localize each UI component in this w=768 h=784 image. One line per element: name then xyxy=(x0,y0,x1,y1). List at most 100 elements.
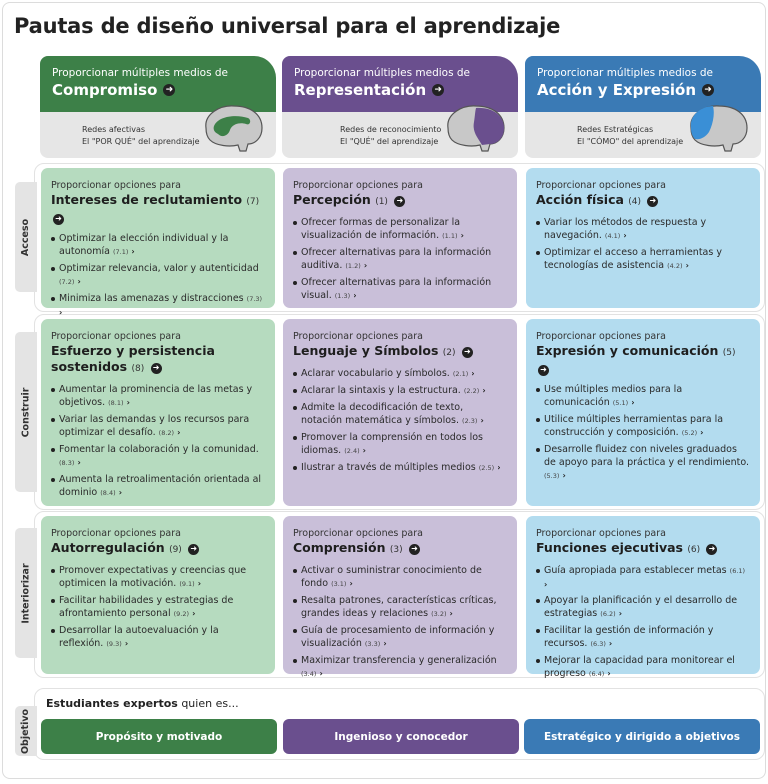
guideline-link[interactable]: Ofrecer formas de personalizar la visual… xyxy=(293,216,507,243)
guideline-link[interactable]: Facilitar habilidades y estrategias de a… xyxy=(51,594,265,621)
arrow-right-circle-icon: ➜ xyxy=(150,362,162,374)
card-title[interactable]: Percepción (1) ➜ xyxy=(293,192,507,210)
guideline-link[interactable]: Mejorar la capacidad para monitorear el … xyxy=(536,654,750,681)
goal-purposeful-motivated[interactable]: Propósito y motivado xyxy=(41,719,277,754)
arrow-right-circle-icon[interactable]: ➜ xyxy=(702,84,715,96)
chevron-right-icon: › xyxy=(118,488,122,497)
card-title[interactable]: Expresión y comunicación (5) ➜ xyxy=(536,343,736,376)
guideline-link[interactable]: Aumenta la retroalimentación orientada a… xyxy=(51,473,265,500)
card-effort-persistence[interactable]: Proporcionar opciones para Esfuerzo y pe… xyxy=(41,319,275,506)
guideline-link[interactable]: Resalta patrones, características crític… xyxy=(293,594,507,621)
guideline-link[interactable]: Activar o suministrar conocimiento de fo… xyxy=(293,564,507,591)
guideline-link[interactable]: Maximizar transferencia y generalización… xyxy=(293,654,507,681)
chevron-right-icon: › xyxy=(383,639,387,648)
guideline-link[interactable]: Fomentar la colaboración y la comunidad.… xyxy=(51,443,265,470)
card-language-symbols[interactable]: Proporcionar opciones para Lenguaje y Sí… xyxy=(283,319,517,506)
arrow-right-circle-icon[interactable]: ➜ xyxy=(163,84,176,96)
guideline-link[interactable]: Promover la comprensión en todos los idi… xyxy=(293,431,507,458)
guideline-link[interactable]: Optimizar el acceso a herramientas y tec… xyxy=(536,246,750,273)
guideline-link[interactable]: Variar las demandas y los recursos para … xyxy=(51,413,265,440)
guideline-link[interactable]: Promover expectativas y creencias que op… xyxy=(51,564,265,591)
header-pre: Proporcionar múltiples medios de xyxy=(537,67,714,79)
page-title: Pautas de diseño universal para el apren… xyxy=(14,14,561,38)
card-title[interactable]: Lenguaje y Símbolos (2) ➜ xyxy=(293,343,507,361)
card-comprehension[interactable]: Proporcionar opciones para Comprensión (… xyxy=(283,516,517,678)
card-recruiting-interest[interactable]: Proporcionar opciones para Intereses de … xyxy=(41,168,275,317)
chevron-right-icon: › xyxy=(449,609,453,618)
guideline-link[interactable]: Ofrecer alternativas para la información… xyxy=(293,246,507,273)
arrow-right-circle-icon: ➜ xyxy=(408,543,420,555)
chevron-right-icon: › xyxy=(319,669,323,678)
guideline-link[interactable]: Aumentar la prominencia de las metas y o… xyxy=(51,383,265,410)
guideline-link[interactable]: Optimizar la elección individual y la au… xyxy=(51,232,265,259)
chevron-right-icon: › xyxy=(685,261,689,270)
guideline-link[interactable]: Optimizar relevancia, valor y autenticid… xyxy=(51,262,265,289)
chevron-right-icon: › xyxy=(608,639,613,648)
guideline-link[interactable]: Aclarar la sintaxis y la estructura. (2.… xyxy=(293,384,507,398)
card-expression-communication[interactable]: Proporcionar opciones para Expresión y c… xyxy=(526,319,760,506)
arrow-right-circle-icon: ➜ xyxy=(53,213,64,225)
card-title[interactable]: Acción física (4) ➜ xyxy=(536,192,750,210)
chevron-right-icon: › xyxy=(544,580,548,589)
header-pre: Proporcionar múltiples medios de xyxy=(52,67,229,79)
chevron-right-icon: › xyxy=(480,416,484,425)
card-self-regulation[interactable]: Proporcionar opciones para Autorregulaci… xyxy=(41,516,275,674)
guideline-link[interactable]: Desarrolle fluidez con niveles graduados… xyxy=(536,443,750,483)
header-representation[interactable]: Proporcionar múltiples medios de Represe… xyxy=(282,56,518,158)
card-title[interactable]: Funciones ejecutivas (6) ➜ xyxy=(536,540,750,558)
row-label-acceso: Acceso xyxy=(15,182,37,292)
guideline-link[interactable]: Variar los métodos de respuesta y navega… xyxy=(536,216,750,243)
card-pre: Proporcionar opciones para xyxy=(536,528,666,539)
guideline-link[interactable]: Utilice múltiples herramientas para la c… xyxy=(536,413,750,440)
row-label-interiorizar: Interiorizar xyxy=(15,528,37,658)
arrow-right-circle-icon: ➜ xyxy=(706,543,718,555)
header-pre: Proporcionar múltiples medios de xyxy=(294,67,471,79)
chevron-right-icon: › xyxy=(607,669,611,678)
guideline-link[interactable]: Ofrecer alternativas para la información… xyxy=(293,276,507,303)
chevron-right-icon: › xyxy=(177,428,181,437)
row-label-objetivo: Objetivo xyxy=(15,706,37,756)
chevron-right-icon: › xyxy=(131,247,135,256)
guideline-link[interactable]: Aclarar vocabulario y símbolos. (2.1) › xyxy=(293,367,507,381)
guideline-link[interactable]: Facilitar la gestión de información y re… xyxy=(536,624,750,651)
header-action-expression[interactable]: Proporcionar múltiples medios de Acción … xyxy=(525,56,761,158)
card-title[interactable]: Comprensión (3) ➜ xyxy=(293,540,507,558)
card-pre: Proporcionar opciones para xyxy=(536,180,666,191)
arrow-right-circle-icon[interactable]: ➜ xyxy=(432,84,445,96)
chevron-right-icon: › xyxy=(471,369,475,378)
guideline-link[interactable]: Minimiza las amenazas y distracciones (7… xyxy=(51,292,265,319)
chevron-right-icon: › xyxy=(124,639,129,648)
guideline-link[interactable]: Apoyar la planificación y el desarrollo … xyxy=(536,594,750,621)
goal-resourceful-knowledgeable[interactable]: Ingenioso y conocedor xyxy=(283,719,519,754)
goal-title: Estudiantes expertos quien es... xyxy=(46,697,239,710)
card-title[interactable]: Esfuerzo y persistencia sostenidos (8) ➜ xyxy=(51,343,215,374)
chevron-right-icon: › xyxy=(349,579,353,588)
chevron-right-icon: › xyxy=(77,458,81,467)
card-perception[interactable]: Proporcionar opciones para Percepción (1… xyxy=(283,168,517,308)
goal-strategic-goal-directed[interactable]: Estratégico y dirigido a objetivos xyxy=(524,719,760,754)
arrow-right-circle-icon: ➜ xyxy=(394,195,406,207)
chevron-right-icon: › xyxy=(197,579,202,588)
guideline-link[interactable]: Desarrollar la autoevaluación y la refle… xyxy=(51,624,265,651)
arrow-right-circle-icon: ➜ xyxy=(461,346,473,358)
chevron-right-icon: › xyxy=(562,471,566,480)
guideline-link[interactable]: Use múltiples medios para la comunicació… xyxy=(536,383,750,410)
guideline-link[interactable]: Guía apropiada para establecer metas (6.… xyxy=(536,564,750,591)
guideline-link[interactable]: Ilustrar a través de múltiples medios (2… xyxy=(293,461,507,475)
row-label-construir: Construir xyxy=(15,332,37,492)
card-physical-action[interactable]: Proporcionar opciones para Acción física… xyxy=(526,168,760,308)
chevron-right-icon: › xyxy=(126,398,130,407)
card-title[interactable]: Intereses de reclutamiento (7) ➜ xyxy=(51,192,260,225)
guideline-link[interactable]: Guía de procesamiento de información y v… xyxy=(293,624,507,651)
card-pre: Proporcionar opciones para xyxy=(51,180,181,191)
header-engagement[interactable]: Proporcionar múltiples medios de Comprom… xyxy=(40,56,276,158)
card-title[interactable]: Autorregulación (9) ➜ xyxy=(51,540,265,558)
card-executive-functions[interactable]: Proporcionar opciones para Funciones eje… xyxy=(526,516,760,679)
arrow-right-circle-icon: ➜ xyxy=(647,195,659,207)
chevron-right-icon: › xyxy=(497,463,501,472)
guideline-link[interactable]: Admite la decodificación de texto, notac… xyxy=(293,401,507,428)
chevron-right-icon: › xyxy=(77,277,81,286)
card-pre: Proporcionar opciones para xyxy=(293,528,423,539)
